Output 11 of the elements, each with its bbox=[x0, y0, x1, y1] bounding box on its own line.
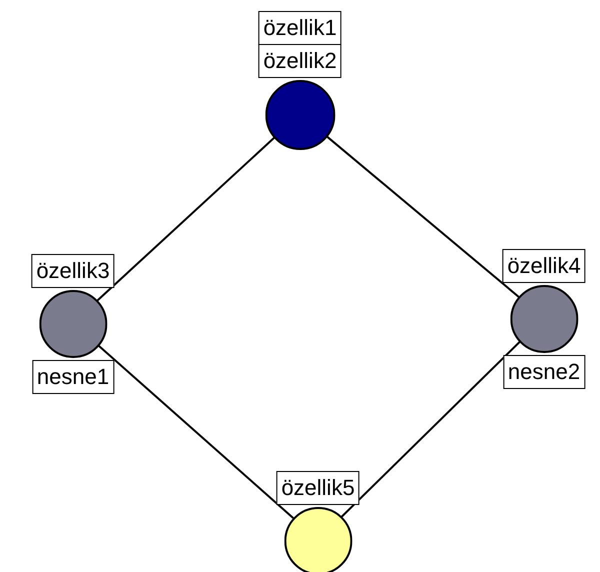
connector-line bbox=[325, 135, 520, 298]
connector-line bbox=[96, 136, 276, 302]
connector-line bbox=[340, 340, 522, 518]
concept-label: özellik5 bbox=[276, 471, 360, 505]
concept-label: özellik4 bbox=[502, 249, 586, 283]
connector-line bbox=[97, 344, 294, 519]
concept-label: özellik1 bbox=[258, 11, 342, 45]
concept-label: özellik2 bbox=[258, 44, 342, 78]
concept-label: nesne1 bbox=[32, 360, 114, 394]
concept-label: özellik3 bbox=[31, 254, 115, 288]
concept-label: nesne2 bbox=[502, 355, 586, 389]
